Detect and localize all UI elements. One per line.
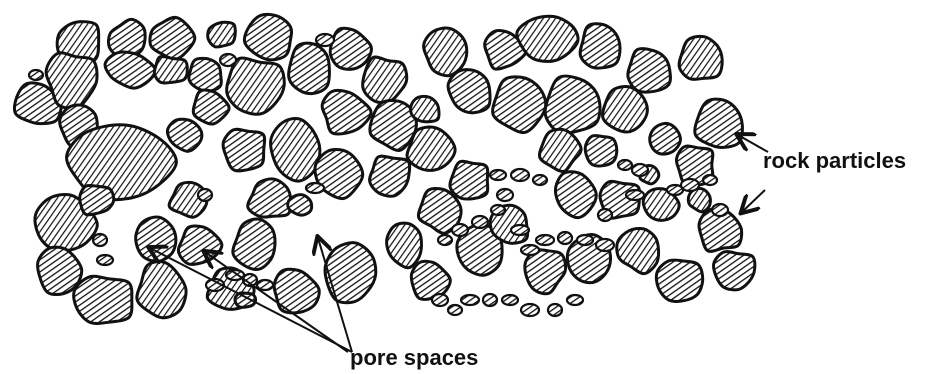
small-rock-grain — [461, 295, 479, 305]
small-rock-grain — [483, 294, 497, 306]
rock-particle — [656, 260, 702, 301]
rock-particle — [585, 136, 617, 166]
rock-particle — [387, 223, 422, 268]
small-rock-grain — [316, 34, 334, 46]
small-rock-grain — [497, 189, 513, 201]
rock-particle — [603, 87, 648, 132]
rock-particle — [150, 17, 195, 59]
small-rock-grain — [533, 175, 547, 185]
rock-particle — [193, 90, 229, 124]
rock-particle — [525, 250, 566, 294]
rock-particle — [80, 185, 114, 214]
small-rock-grain — [432, 294, 448, 306]
rock-particle — [450, 161, 488, 199]
small-rock-grain — [558, 232, 572, 244]
rock-particle — [330, 28, 371, 69]
rock-particle — [517, 16, 578, 61]
rock-particle — [424, 28, 467, 76]
small-rock-grain — [502, 295, 518, 305]
rock-particle — [244, 14, 291, 59]
small-rock-grain — [438, 235, 452, 245]
small-rock-grain — [548, 304, 562, 316]
small-rock-grain — [491, 205, 505, 215]
rock-particle — [493, 77, 546, 133]
small-rock-grain — [632, 164, 648, 176]
small-rock-grain — [712, 204, 728, 216]
small-rock-grain — [198, 189, 212, 201]
rock-particle — [539, 129, 581, 171]
rock-particle — [233, 219, 275, 269]
small-rock-grain — [567, 295, 583, 305]
rock-particle — [411, 96, 440, 121]
rock-particles-label: rock particles — [763, 148, 906, 174]
rock-particle — [154, 56, 187, 83]
rock-particle — [271, 119, 320, 182]
small-rock-grain — [521, 304, 539, 316]
rock-particle — [288, 195, 312, 215]
rock-particle — [679, 36, 722, 79]
rock-particle — [713, 252, 754, 290]
rock-particle — [208, 22, 236, 47]
pore-spaces-label: pore spaces — [350, 345, 478, 371]
rock-particle — [695, 99, 743, 147]
rock-particle — [411, 261, 450, 299]
rock-particle — [580, 24, 620, 68]
small-rock-grain — [521, 245, 539, 255]
rock-particle — [223, 129, 265, 171]
rock-particle — [322, 90, 371, 134]
rock-particle — [74, 276, 132, 323]
rock-particle — [555, 172, 596, 218]
rock-particle — [545, 76, 600, 133]
small-rock-grain — [626, 190, 644, 200]
rock-particle — [167, 119, 201, 151]
rock-particle — [189, 58, 222, 91]
rock-particle — [274, 269, 319, 313]
small-rock-grain — [452, 224, 468, 236]
rock-particle — [325, 243, 376, 303]
rock-particle — [136, 217, 176, 261]
small-rock-grain — [29, 70, 43, 80]
rock-particle — [650, 123, 681, 154]
small-rock-grain — [448, 305, 462, 315]
rock-particle — [137, 262, 186, 318]
rock-particle — [448, 70, 490, 113]
small-rock-grain — [536, 235, 554, 245]
rock-particle — [617, 228, 659, 273]
small-rock-grain — [511, 169, 529, 181]
rock-particle — [407, 127, 455, 170]
small-rock-grain — [511, 225, 529, 235]
rock-particle — [248, 179, 291, 217]
rock-particle — [363, 57, 407, 103]
small-rock-grain — [596, 239, 614, 251]
rock-particle — [628, 49, 671, 92]
pointer-arrow — [742, 190, 765, 212]
rock-particle — [227, 58, 285, 114]
small-rock-grain — [220, 54, 236, 66]
rock-particle — [370, 156, 410, 196]
small-rock-grain — [703, 175, 717, 185]
rock-particle — [289, 43, 330, 93]
small-rock-grain — [577, 235, 593, 245]
rock-particles-group — [14, 14, 754, 323]
small-rock-grain — [97, 255, 113, 265]
small-rock-grain — [306, 183, 324, 193]
rock-particle — [46, 53, 97, 109]
rock-particle — [105, 52, 155, 88]
small-rock-grain — [93, 234, 107, 246]
small-rock-grain — [598, 209, 612, 221]
small-rock-grain — [490, 170, 506, 180]
small-rock-grain — [681, 179, 699, 191]
small-rock-grain — [257, 280, 273, 290]
small-rock-grain — [472, 216, 488, 228]
small-rock-grain — [618, 160, 632, 170]
